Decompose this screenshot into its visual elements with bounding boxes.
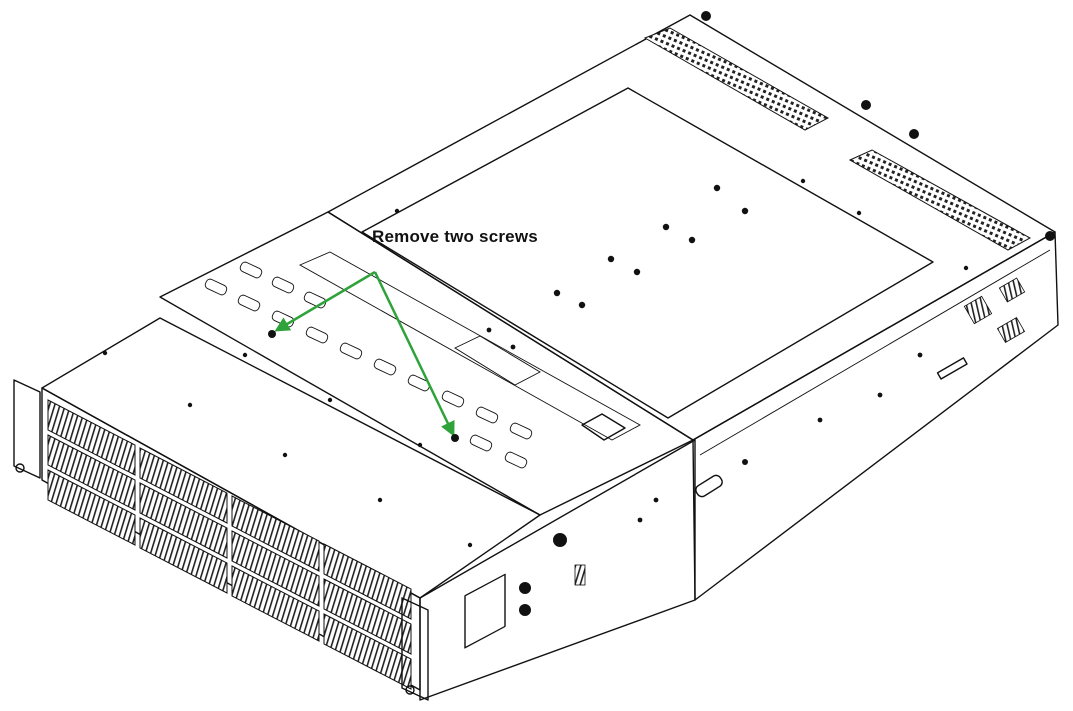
callout-label: Remove two screws [372,227,538,246]
rear-vent-top [643,27,830,131]
arrow-right [373,271,455,437]
arrows [274,270,455,437]
front-panel [13,379,429,701]
screw-icon [268,330,459,442]
front-cover [159,211,694,516]
io-panel [419,439,696,701]
label-sticker [454,335,541,386]
chassis-side [637,231,1059,601]
rear-vent-bottom [848,149,1032,251]
arrow-left [274,270,376,332]
label-sticker-end [581,413,626,441]
top-cover [327,11,1056,441]
drive-bays [47,399,412,690]
